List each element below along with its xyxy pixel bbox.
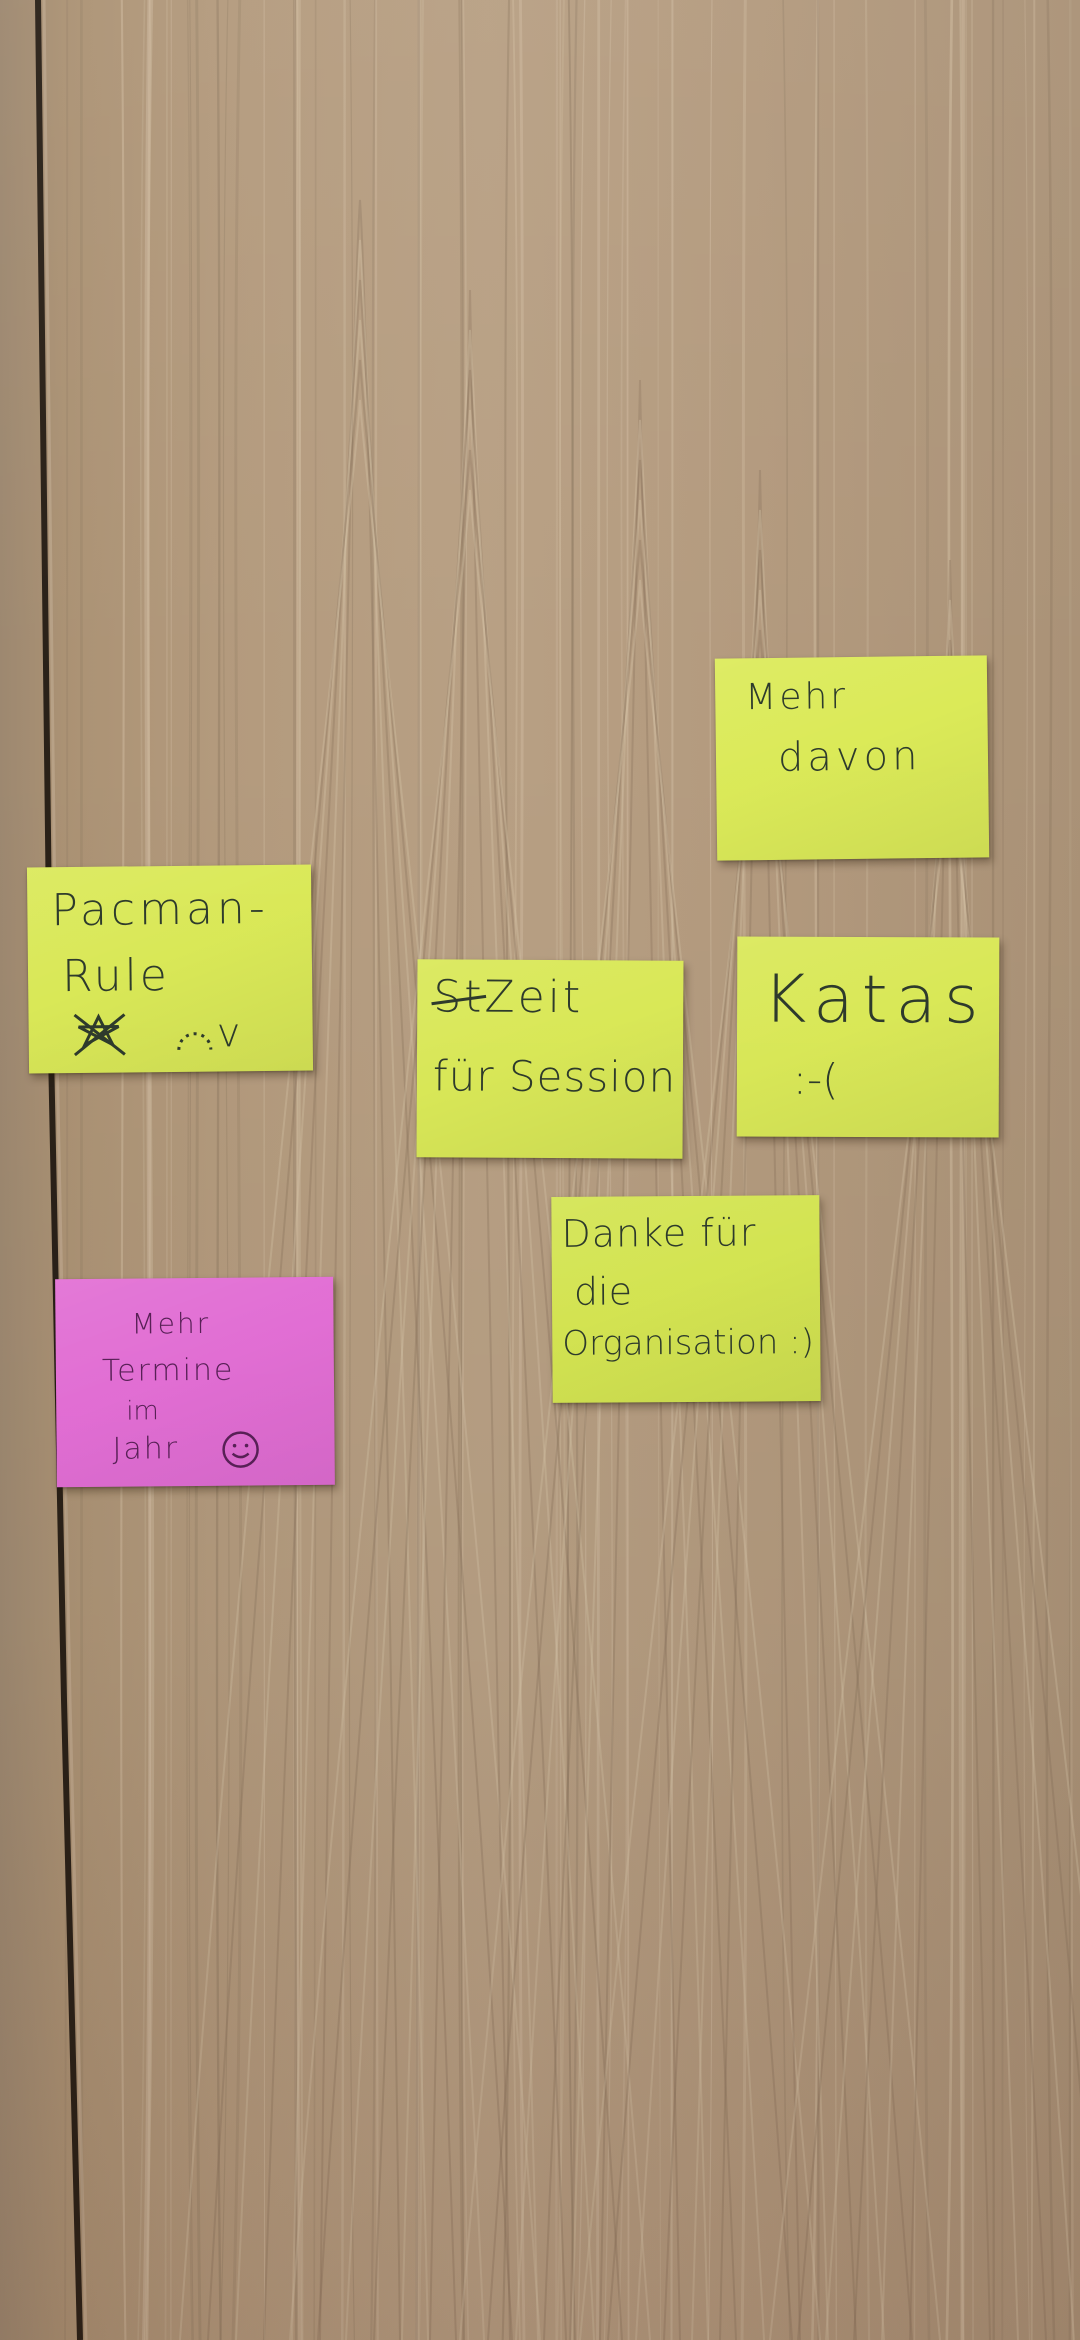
note-text-line: Mehr [745,676,849,719]
note-text-line: Organisation :) [562,1322,815,1364]
note-text-line: StZeit [433,971,583,1023]
note-text-line: Mehr [131,1306,211,1341]
note-text-line: davon [777,733,922,781]
note-text-line: die [573,1269,633,1314]
sticky-note-mehr-termine[interactable]: Mehr Termine im Jahr [55,1276,335,1488]
note-text-line: Rule [61,950,171,1003]
note-mark: v [216,1010,241,1057]
note-text-line: Pacman- [51,882,269,937]
note-text-line: für Session [432,1051,677,1102]
note-text-line: Danke für [561,1210,757,1256]
note-text-line: :-( [792,1054,839,1104]
pacman-doodle-icon [73,1013,213,1057]
note-text: Zeit [484,971,584,1024]
smiley-face-icon [222,1431,259,1468]
sticky-note-pacman-rule[interactable]: Pacman- Rule v [26,864,314,1074]
note-text-line: Jahr [112,1431,180,1467]
note-text-line: im [126,1396,159,1427]
sticky-note-mehr-davon[interactable]: Mehr davon [714,655,990,861]
note-text-line: Katas [762,960,987,1039]
sticky-note-zeit-fuer-session[interactable]: StZeit für Session [416,959,684,1159]
note-text-line: Termine [101,1352,235,1389]
sticky-note-katas[interactable]: Katas :-( [736,936,1000,1138]
struck-text: St [433,971,485,1023]
sticky-note-danke[interactable]: Danke für die Organisation :) [551,1195,821,1403]
